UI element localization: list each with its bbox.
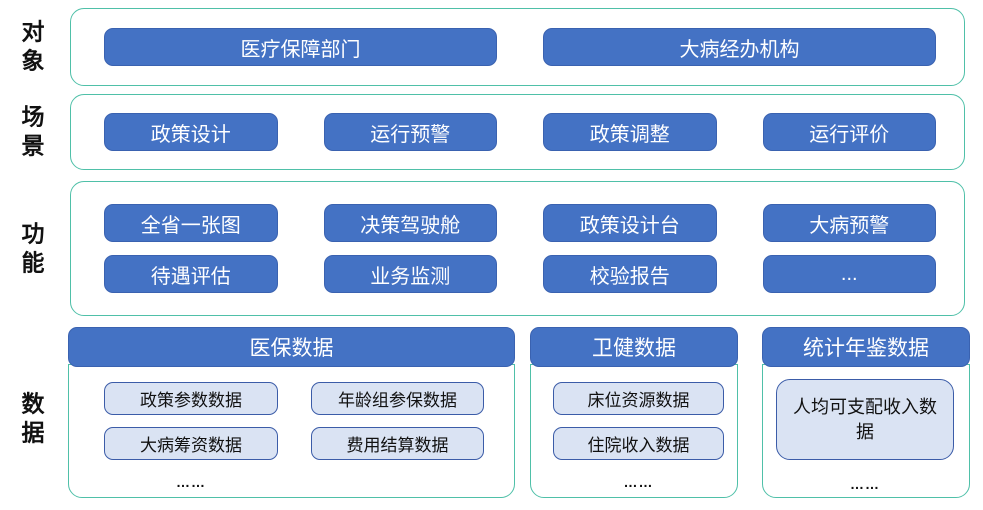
band-label-objects: 对象	[21, 18, 45, 74]
data-group-header: 医保数据	[68, 327, 515, 367]
function-pill: 校验报告	[543, 255, 717, 293]
function-pill: 政策设计台	[543, 204, 717, 242]
data-chip: 大病筹资数据	[104, 427, 278, 460]
data-chip: 费用结算数据	[311, 427, 484, 460]
data-chip: 人均可支配收入数据	[776, 379, 954, 460]
band-objects: 医疗保障部门 大病经办机构	[70, 8, 965, 86]
object-pill: 医疗保障部门	[104, 28, 497, 66]
more-dots: ……	[176, 474, 206, 490]
function-pill: 业务监测	[323, 255, 497, 293]
data-group-body: 床位资源数据 住院收入数据 ……	[530, 364, 738, 498]
object-pill: 大病经办机构	[543, 28, 936, 66]
scene-pill: 运行评价	[762, 113, 936, 151]
data-chip: 年龄组参保数据	[311, 382, 484, 415]
function-pill: 决策驾驶舱	[323, 204, 497, 242]
data-group-body: 政策参数数据 年龄组参保数据 大病筹资数据 费用结算数据 ……	[68, 364, 515, 498]
data-group-body: 人均可支配收入数据 ……	[762, 364, 970, 498]
band-scenes: 政策设计 运行预警 政策调整 运行评价	[70, 94, 965, 170]
data-group-header: 卫健数据	[530, 327, 738, 367]
data-group-health: 卫健数据 床位资源数据 住院收入数据 ……	[530, 327, 738, 498]
data-chip: 住院收入数据	[553, 427, 724, 460]
data-group-header: 统计年鉴数据	[762, 327, 970, 367]
data-group-medical-insurance: 医保数据 政策参数数据 年龄组参保数据 大病筹资数据 费用结算数据 ……	[68, 327, 515, 498]
band-functions: 全省一张图 决策驾驶舱 政策设计台 大病预警 待遇评估 业务监测 校验报告 ..…	[70, 181, 965, 316]
scene-pill: 政策调整	[543, 113, 717, 151]
function-pill: 待遇评估	[104, 255, 278, 293]
function-pill: 大病预警	[762, 204, 936, 242]
function-pill-more: ...	[762, 255, 936, 293]
more-dots: ……	[850, 476, 880, 492]
band-label-scenes: 场景	[21, 103, 45, 159]
more-dots: ……	[623, 474, 654, 490]
function-pill: 全省一张图	[104, 204, 278, 242]
band-label-functions: 功能	[21, 220, 45, 276]
data-group-yearbook: 统计年鉴数据 人均可支配收入数据 ……	[762, 327, 970, 498]
band-label-data: 数据	[21, 390, 45, 446]
data-chip: 床位资源数据	[553, 382, 724, 415]
data-chip: 政策参数数据	[104, 382, 278, 415]
scene-pill: 运行预警	[323, 113, 497, 151]
scene-pill: 政策设计	[104, 113, 278, 151]
